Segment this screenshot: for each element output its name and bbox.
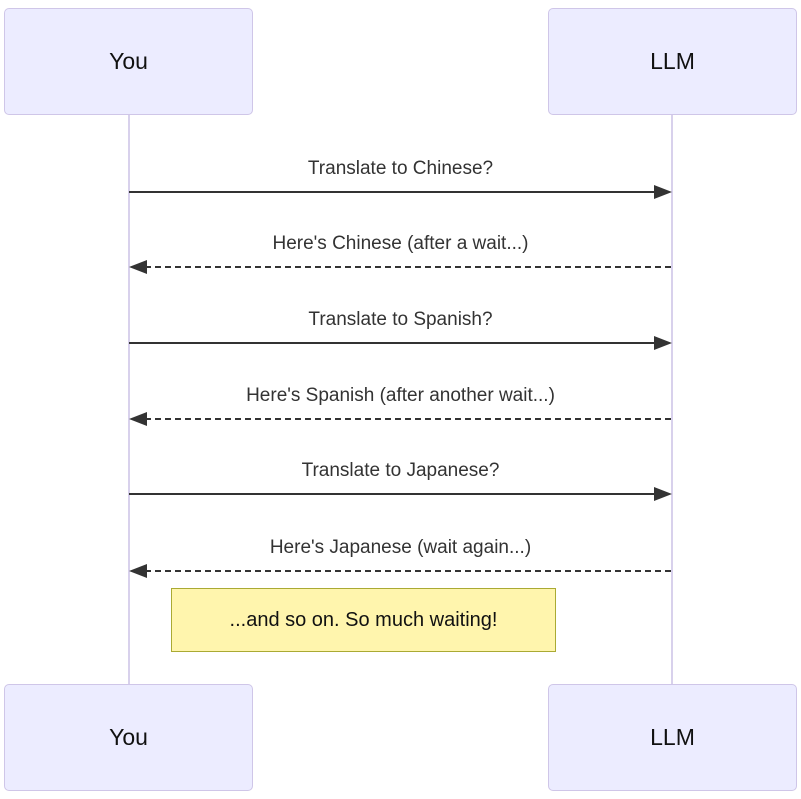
message-arrow-line — [145, 418, 672, 420]
actor-bottom-llm: LLM — [548, 684, 797, 791]
arrowhead-left-icon — [129, 260, 147, 274]
note-box: ...and so on. So much waiting! — [171, 588, 556, 652]
lifeline-you — [128, 115, 130, 684]
arrowhead-left-icon — [129, 412, 147, 426]
actor-top-llm: LLM — [548, 8, 797, 115]
actor-label: LLM — [650, 724, 695, 750]
arrowhead-right-icon — [654, 487, 672, 501]
arrowhead-right-icon — [654, 185, 672, 199]
message-label: Here's Chinese (after a wait...) — [272, 233, 529, 254]
actor-bottom-you: You — [4, 684, 253, 791]
message-label: Translate to Japanese? — [301, 460, 500, 481]
message-arrow-line — [129, 191, 656, 193]
actor-label: You — [109, 724, 148, 750]
note-text: ...and so on. So much waiting! — [229, 608, 498, 631]
message-arrow-line — [145, 266, 672, 268]
actor-label: LLM — [650, 48, 695, 74]
message-label: Translate to Spanish? — [308, 309, 493, 330]
lifeline-llm — [671, 115, 673, 684]
message-arrow-line — [129, 493, 656, 495]
arrowhead-right-icon — [654, 336, 672, 350]
message-arrow-line — [145, 570, 672, 572]
message-arrow-line — [129, 342, 656, 344]
arrowhead-left-icon — [129, 564, 147, 578]
message-label: Translate to Chinese? — [307, 158, 494, 179]
actor-top-you: You — [4, 8, 253, 115]
message-label: Here's Spanish (after another wait...) — [246, 385, 555, 406]
actor-label: You — [109, 48, 148, 74]
message-label: Here's Japanese (wait again...) — [269, 537, 532, 558]
